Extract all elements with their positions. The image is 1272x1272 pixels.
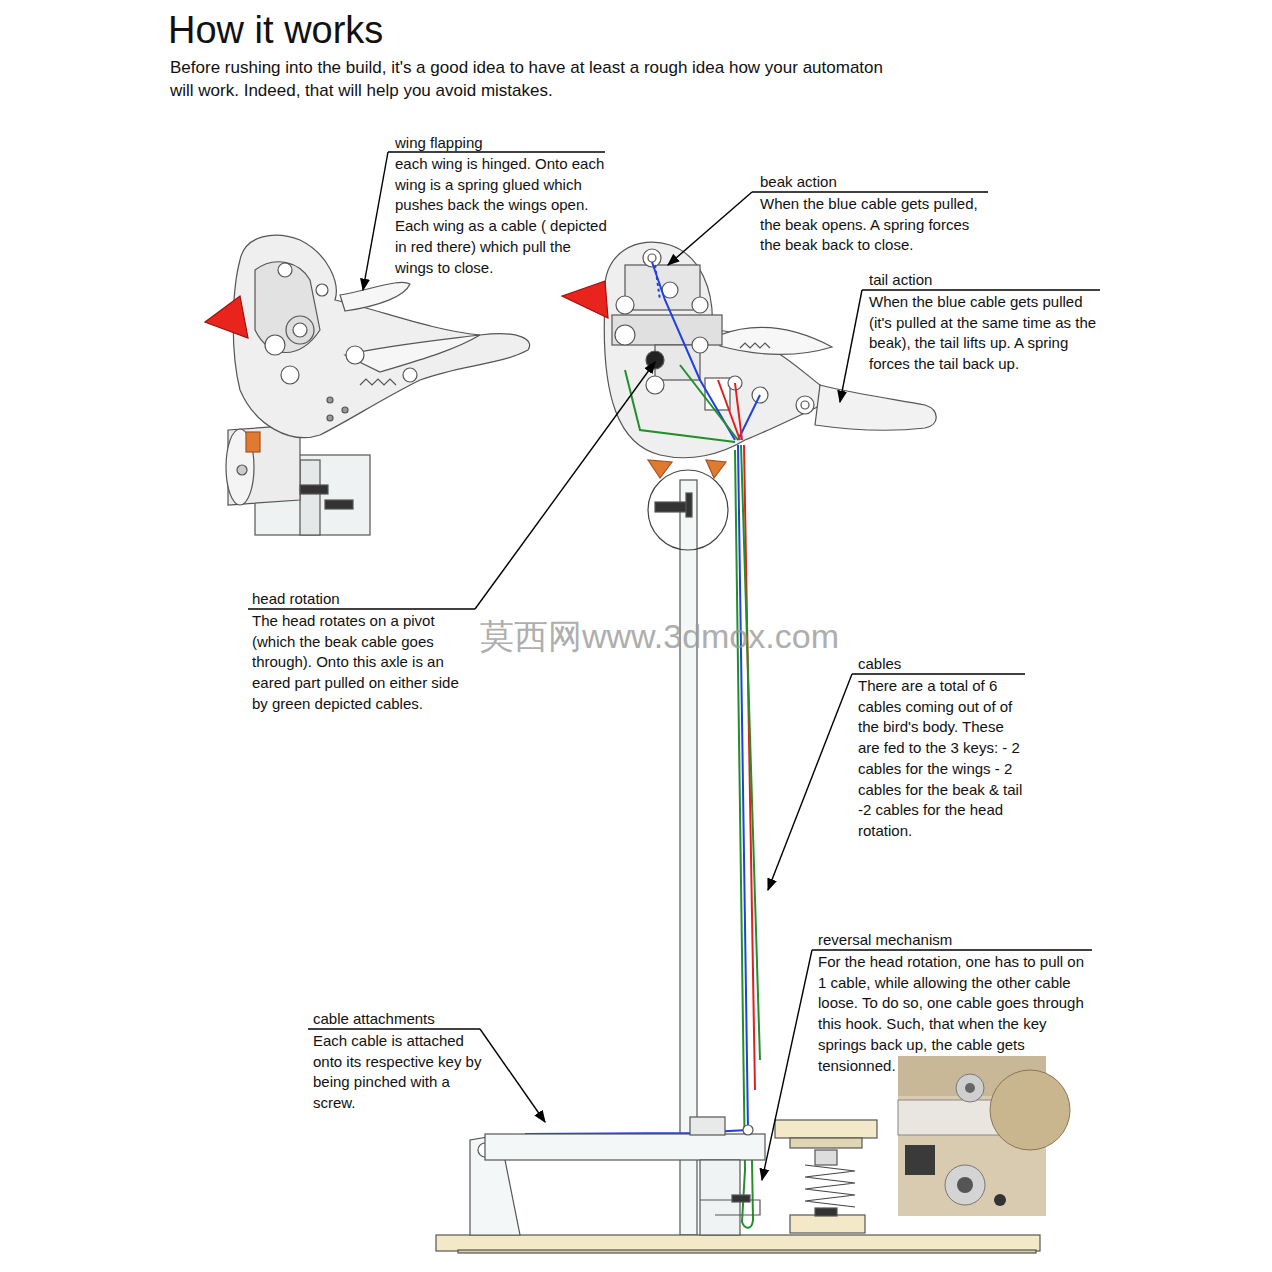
callout-heading: head rotation — [252, 590, 474, 608]
callout-heading: reversal mechanism — [818, 931, 1090, 949]
callout-heading: wing flapping — [395, 134, 610, 152]
page-title: How it works — [168, 8, 383, 52]
callout-heading: tail action — [869, 271, 1104, 289]
callout-heading: cable attachments — [313, 1010, 483, 1028]
cables-in-bird — [625, 262, 760, 442]
stand — [648, 470, 728, 1235]
watermark: 莫西网www.3dmox.com — [480, 617, 880, 655]
cables-down — [525, 445, 760, 1228]
callout-heading: cables — [858, 655, 1023, 673]
subtitle: Before rushing into the build, it's a go… — [170, 56, 890, 102]
bird-perspective — [205, 235, 530, 535]
inset-photo — [898, 1056, 1070, 1216]
callout-text: There are a total of 6 cables coming out… — [858, 676, 1023, 842]
callout-text: For the head rotation, one has to pull o… — [818, 952, 1090, 1076]
callout-text: Each cable is attached onto its respecti… — [313, 1031, 483, 1114]
callout-text: When the blue cable gets pulled, the bea… — [760, 194, 990, 256]
callout-text: each wing is hinged. Onto each wing is a… — [395, 154, 610, 278]
callout-text: The head rotates on a pivot (which the b… — [252, 611, 474, 715]
callout-text: When the blue cable gets pulled (it's pu… — [869, 292, 1104, 375]
callout-heading: beak action — [760, 173, 990, 191]
